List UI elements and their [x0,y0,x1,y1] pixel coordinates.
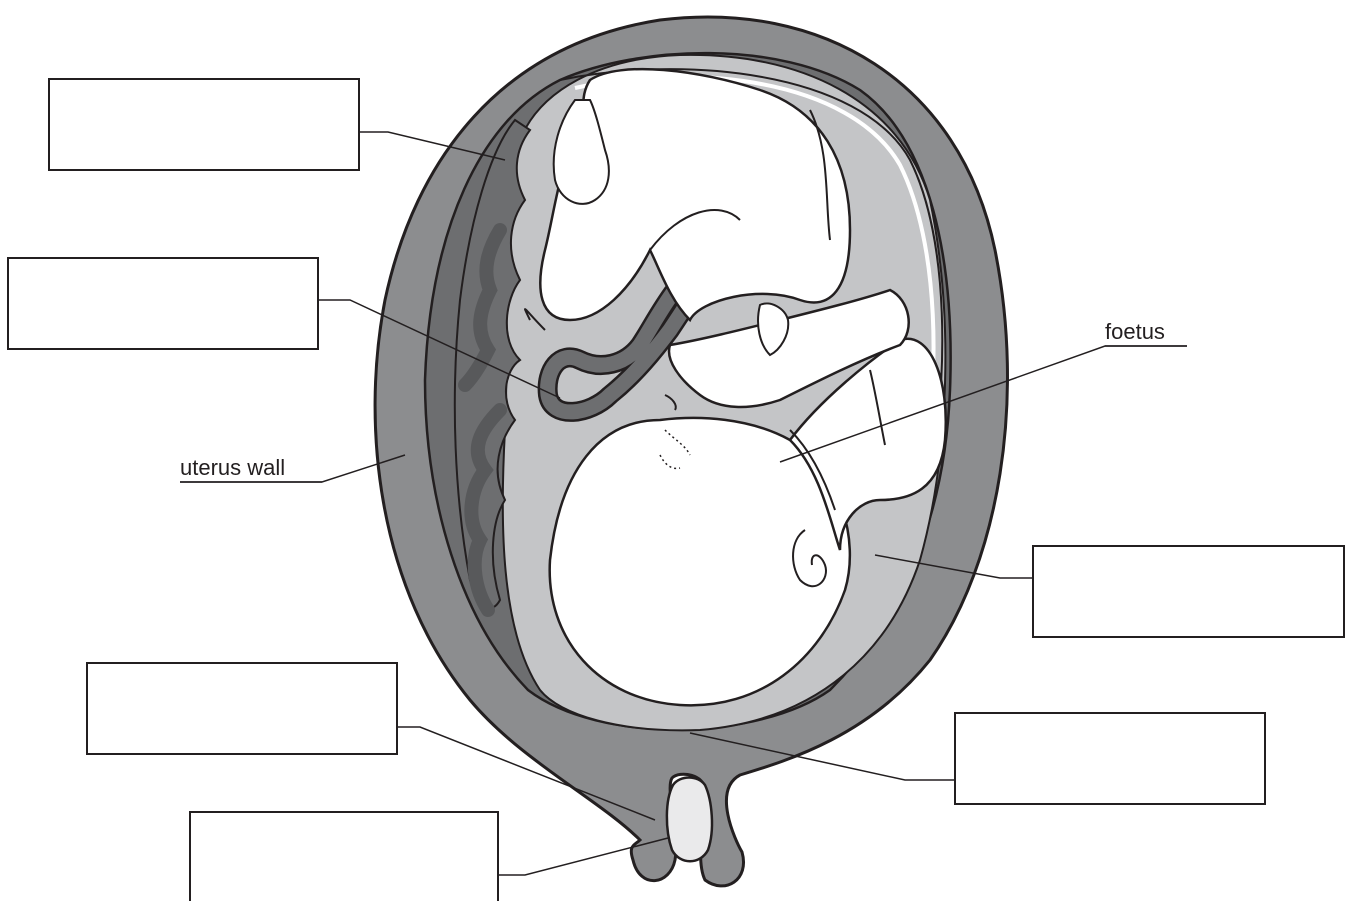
blank-box-bottom[interactable] [190,812,498,901]
blank-box-bottom-left[interactable] [87,663,397,754]
blank-box-top-left[interactable] [49,79,359,170]
blank-box-bottom-right[interactable] [955,713,1265,804]
blank-box-right[interactable] [1033,546,1344,637]
label-foetus: foetus [1105,319,1165,344]
cervix-plug [667,778,712,862]
blank-box-middle-left[interactable] [8,258,318,349]
label-uterus-wall: uterus wall [180,455,285,480]
